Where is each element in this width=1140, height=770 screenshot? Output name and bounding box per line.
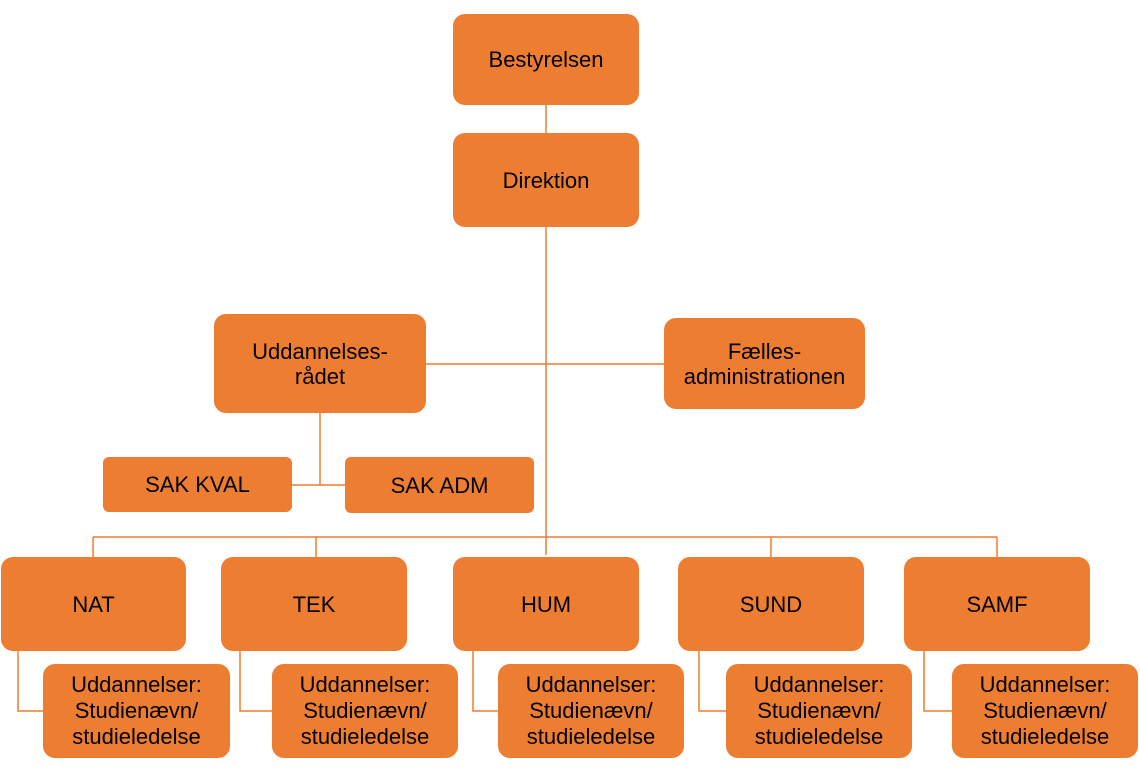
sub-line1: Uddannelser: [525,672,657,697]
sak-adm-box: SAK ADM [345,457,534,513]
sub-box-nat: Uddannelser: Studienævn/ studieledelse [43,664,230,758]
sub-line2: Studienævn/ [983,698,1107,723]
faculty-box-sund: SUND [678,557,864,651]
connector-nat-sub [17,651,43,712]
sub-line1: Uddannelser: [753,672,885,697]
faculty-box-tek: TEK [221,557,407,651]
faculty-label: SUND [739,591,803,617]
sub-line3: studieledelse [980,724,1110,749]
shared-admin-line1: Fælles- [727,338,802,364]
faculty-box-nat: NAT [1,557,186,651]
connector-sund-sub [698,651,726,712]
faculty-box-samf: SAMF [904,557,1090,651]
sak-kval-label: SAK KVAL [145,472,250,497]
faculty-label: NAT [72,591,115,617]
sub-line2: Studienævn/ [529,698,653,723]
sub-line3: studieledelse [754,724,884,749]
sub-line1: Uddannelser: [299,672,431,697]
connector-tek-sub [239,651,272,712]
shared-admin-line2: administrationen [683,363,846,389]
executive-label: Direktion [502,167,590,193]
sub-line3: studieledelse [72,724,201,749]
sub-box-tek: Uddannelser: Studienævn/ studieledelse [272,664,458,758]
sub-line2: Studienævn/ [303,698,427,723]
education-council-box: Uddannelses- rådet [214,314,426,413]
sub-box-hum: Uddannelser: Studienævn/ studieledelse [498,664,684,758]
board-box: Bestyrelsen [453,14,639,105]
connector-samf-sub [923,651,952,712]
sub-box-samf: Uddannelser: Studienævn/ studieledelse [952,664,1138,758]
sub-line2: Studienævn/ [74,698,199,723]
faculty-label: HUM [520,591,572,617]
sak-kval-box: SAK KVAL [103,457,292,512]
faculty-box-hum: HUM [453,557,639,651]
sub-line2: Studienævn/ [757,698,881,723]
education-council-line2: rådet [294,363,346,389]
faculty-label: SAMF [966,591,1028,617]
faculty-label: TEK [292,591,336,617]
sak-adm-label: SAK ADM [390,472,489,498]
executive-box: Direktion [453,133,639,227]
board-label: Bestyrelsen [488,47,604,72]
sub-line1: Uddannelser: [71,672,202,697]
sub-line3: studieledelse [526,724,656,749]
shared-admin-box: Fælles- administrationen [664,318,865,409]
education-council-line1: Uddannelses- [252,338,388,364]
sub-line3: studieledelse [300,724,430,749]
sub-line1: Uddannelser: [979,672,1111,697]
connector-hum-sub [472,651,498,712]
sub-box-sund: Uddannelser: Studienævn/ studieledelse [726,664,912,758]
